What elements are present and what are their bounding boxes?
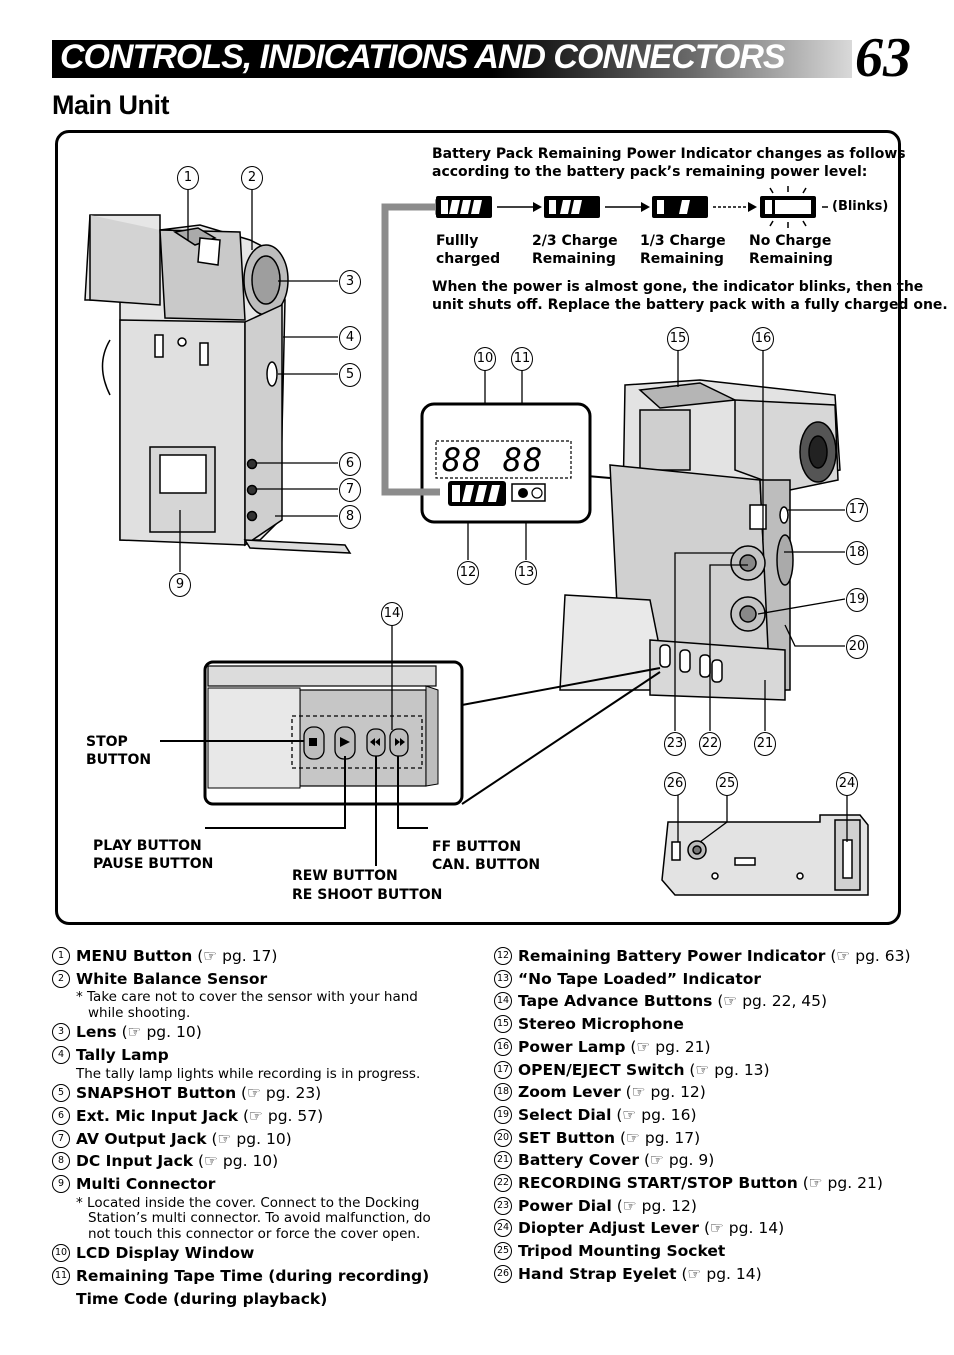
play-button-label: PLAY BUTTON <box>93 838 202 854</box>
diagram-frame <box>55 130 901 925</box>
battery-state-empty-line1: No Charge <box>749 233 832 249</box>
battery-sequence <box>436 186 828 228</box>
lcd-window-drawing <box>420 402 592 524</box>
section-title: Main Unit <box>52 90 170 120</box>
battery-state-full-line2: charged <box>436 251 501 267</box>
callout-6: 6 <box>339 452 361 476</box>
camera-right-drawing <box>559 379 841 701</box>
tape-panel-drawing <box>203 660 464 806</box>
callout-22: 22 <box>699 732 721 756</box>
callout-14: 14 <box>381 602 403 626</box>
legend-note-2b: while shooting. <box>88 1004 191 1021</box>
battery-intro-line-2: according to the battery pack’s remainin… <box>432 164 868 180</box>
callout-9: 9 <box>169 573 191 597</box>
callout-8: 8 <box>339 505 361 529</box>
callout-5: 5 <box>339 363 361 387</box>
legend-item-11-cont: Time Code (during playback) <box>76 1289 328 1308</box>
callout-17: 17 <box>846 498 868 522</box>
ff-button-label: FF BUTTON <box>432 839 522 855</box>
lcd-digits: 88 88 <box>442 441 544 479</box>
battery-intro-line-1: Battery Pack Remaining Power Indicator c… <box>432 146 906 162</box>
battery-state-one-third-line2: Remaining <box>640 251 724 267</box>
battery-state-two-thirds-line2: Remaining <box>532 251 616 267</box>
callout-13: 13 <box>515 561 537 585</box>
callout-4: 4 <box>339 326 361 350</box>
callout-20: 20 <box>846 635 868 659</box>
legend-note-4: The tally lamp lights while recording is… <box>76 1065 421 1082</box>
battery-note-line-2: unit shuts off. Replace the battery pack… <box>432 297 948 313</box>
callout-26: 26 <box>664 772 686 796</box>
callout-7: 7 <box>339 478 361 502</box>
stop-button-label-1: STOP <box>86 734 128 750</box>
legend-note-9a: * Located inside the cover. Connect to t… <box>76 1194 420 1211</box>
callout-18: 18 <box>846 541 868 565</box>
callout-12: 12 <box>457 561 479 585</box>
callout-11: 11 <box>511 347 533 371</box>
page-header-title: CONTROLS, INDICATIONS AND CONNECTORS <box>60 38 786 76</box>
callout-19: 19 <box>846 588 868 612</box>
legend-note-9c: not touch this connector or force the co… <box>88 1225 421 1242</box>
callout-25: 25 <box>716 772 738 796</box>
stop-button-label-2: BUTTON <box>86 752 152 768</box>
callout-24: 24 <box>836 772 858 796</box>
callout-10: 10 <box>474 347 496 371</box>
callout-2: 2 <box>241 166 263 190</box>
camera-left-drawing <box>84 214 352 554</box>
callout-15: 15 <box>667 327 689 351</box>
battery-state-one-third-line1: 1/3 Charge <box>640 233 726 249</box>
header-bar <box>52 40 852 78</box>
callout-leaders <box>179 190 848 843</box>
callout-23: 23 <box>664 732 686 756</box>
battery-note-line-1: When the power is almost gone, the indic… <box>432 279 924 295</box>
camera-bottom-drawing <box>661 814 869 896</box>
pause-button-label: PAUSE BUTTON <box>93 856 214 872</box>
battery-state-two-thirds-line1: 2/3 Charge <box>532 233 618 249</box>
rew-button-label: REW BUTTON <box>292 868 398 884</box>
blinks-label: (Blinks) <box>832 199 889 214</box>
callout-21: 21 <box>754 732 776 756</box>
legend-item-13: 13“No Tape Loaded” Indicator <box>494 968 911 991</box>
legend-note-9b: Station’s multi connector. To avoid malf… <box>88 1210 431 1227</box>
can-button-label: CAN. BUTTON <box>432 857 541 873</box>
legend-note-2a: * Take care not to cover the sensor with… <box>76 989 418 1006</box>
callout-16: 16 <box>752 327 774 351</box>
battery-state-full-line1: Fullly <box>436 233 479 249</box>
callout-3: 3 <box>339 270 361 294</box>
battery-state-empty-line2: Remaining <box>749 251 833 267</box>
callout-1: 1 <box>177 166 199 190</box>
page-number: 63 <box>855 27 911 89</box>
re-shoot-button-label: RE SHOOT BUTTON <box>292 887 443 903</box>
